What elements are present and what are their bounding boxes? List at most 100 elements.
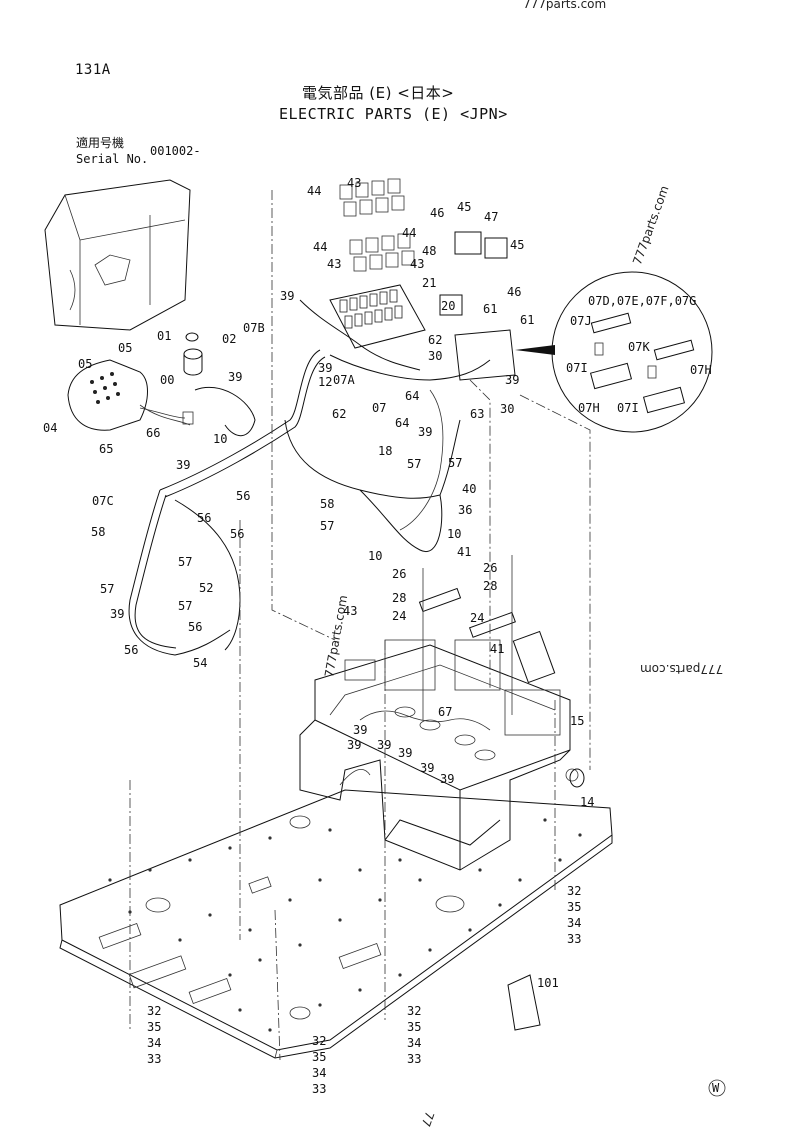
callout: 01 bbox=[157, 329, 171, 343]
callout: 14 bbox=[580, 795, 594, 809]
callout: 04 bbox=[43, 421, 57, 435]
callout: 26 bbox=[483, 561, 497, 575]
callout: 57 bbox=[100, 582, 114, 596]
callout: 57 bbox=[178, 599, 192, 613]
callout: 30 bbox=[500, 402, 514, 416]
callout: 07B bbox=[243, 321, 265, 335]
callout: 58 bbox=[320, 497, 334, 511]
callout: 39 bbox=[398, 746, 412, 760]
callout: 46 bbox=[507, 285, 521, 299]
callout: 35 bbox=[312, 1050, 326, 1064]
callout: 61 bbox=[483, 302, 497, 316]
callout: 32 bbox=[147, 1004, 161, 1018]
seat-stand bbox=[299, 639, 579, 871]
callout: 39 bbox=[110, 607, 124, 621]
callout: 57 bbox=[178, 555, 192, 569]
callout: 39 bbox=[420, 761, 434, 775]
callout: 39 bbox=[440, 772, 454, 786]
callout: 40 bbox=[462, 482, 476, 496]
callout: 32 bbox=[312, 1034, 326, 1048]
callout: 07 bbox=[372, 401, 386, 415]
callout: 33 bbox=[407, 1052, 421, 1066]
callout: 07A bbox=[333, 373, 355, 387]
callout: 34 bbox=[567, 916, 581, 930]
callout: 46 bbox=[430, 206, 444, 220]
callout: 07I bbox=[566, 361, 588, 375]
callout: 56 bbox=[236, 489, 250, 503]
callout: 39 bbox=[505, 373, 519, 387]
misc-components bbox=[183, 332, 585, 1031]
callout: 66 bbox=[146, 426, 160, 440]
serial-label-english: Serial No. bbox=[76, 152, 149, 166]
callout: 56 bbox=[230, 527, 244, 541]
callout: 65 bbox=[99, 442, 113, 456]
callout: 02 bbox=[222, 332, 236, 346]
inset-label: 07D,07E,07F,07G bbox=[588, 294, 696, 308]
callout: 15 bbox=[570, 714, 584, 728]
callout: 63 bbox=[470, 407, 484, 421]
callout: 35 bbox=[407, 1020, 421, 1034]
floor-plate bbox=[59, 789, 613, 1059]
callout: 07I bbox=[617, 401, 639, 415]
callout: 43 bbox=[410, 257, 424, 271]
callout: 07C bbox=[92, 494, 114, 508]
callout: 43 bbox=[347, 176, 361, 190]
callout: 62 bbox=[428, 333, 442, 347]
callout: 39 bbox=[347, 738, 361, 752]
control-panel bbox=[67, 359, 194, 431]
callout: 33 bbox=[567, 932, 581, 946]
callout: 28 bbox=[483, 579, 497, 593]
callout: 44 bbox=[313, 240, 327, 254]
callout: 33 bbox=[147, 1052, 161, 1066]
callout: 67 bbox=[438, 705, 452, 719]
leader-lines bbox=[129, 190, 591, 1061]
callout: 32 bbox=[407, 1004, 421, 1018]
callout: 20 bbox=[441, 299, 455, 313]
callout: 39 bbox=[418, 425, 432, 439]
callout: 39 bbox=[176, 458, 190, 472]
callout: 10 bbox=[368, 549, 382, 563]
callout: 44 bbox=[402, 226, 416, 240]
callout: 18 bbox=[378, 444, 392, 458]
callout: 12 bbox=[318, 375, 332, 389]
callout: 57 bbox=[320, 519, 334, 533]
serial-value: 001002- bbox=[150, 144, 201, 158]
callout: 64 bbox=[405, 389, 419, 403]
callout: 34 bbox=[407, 1036, 421, 1050]
callout: 07J bbox=[570, 314, 592, 328]
callout: 56 bbox=[188, 620, 202, 634]
fuse-blocks bbox=[329, 178, 516, 381]
callout: 39 bbox=[377, 738, 391, 752]
callout: 34 bbox=[147, 1036, 161, 1050]
callout: 32 bbox=[567, 884, 581, 898]
callout: 56 bbox=[197, 511, 211, 525]
callout: 39 bbox=[353, 723, 367, 737]
callout: 41 bbox=[457, 545, 471, 559]
callout: 35 bbox=[147, 1020, 161, 1034]
cab-outline bbox=[44, 179, 191, 331]
callout: 07H bbox=[578, 401, 600, 415]
callout: 21 bbox=[422, 276, 436, 290]
callout: 33 bbox=[312, 1082, 326, 1096]
corner-mark-circle bbox=[708, 1079, 726, 1097]
callout: 07H bbox=[690, 363, 712, 377]
callout: 58 bbox=[91, 525, 105, 539]
callout: 61 bbox=[520, 313, 534, 327]
callout: 56 bbox=[124, 643, 138, 657]
callout: 36 bbox=[458, 503, 472, 517]
corner-mark: W bbox=[712, 1081, 720, 1095]
callout: 43 bbox=[327, 257, 341, 271]
watermark-top: 777parts.com bbox=[523, 0, 607, 11]
title-english: ELECTRIC PARTS (E) <JPN> bbox=[279, 105, 508, 123]
part-callouts: 00 01 02 04 05 05 07 07A 07B 07C 07J 07K… bbox=[43, 176, 712, 1096]
callout: 30 bbox=[428, 349, 442, 363]
page-code: 131A bbox=[75, 62, 111, 78]
callout: 45 bbox=[457, 200, 471, 214]
callout: 26 bbox=[392, 567, 406, 581]
callout: 10 bbox=[213, 432, 227, 446]
serial-label-japanese: 適用号機 bbox=[76, 136, 125, 150]
callout: 44 bbox=[307, 184, 321, 198]
callout: 34 bbox=[312, 1066, 326, 1080]
callout: 35 bbox=[567, 900, 581, 914]
callout: 52 bbox=[199, 581, 213, 595]
